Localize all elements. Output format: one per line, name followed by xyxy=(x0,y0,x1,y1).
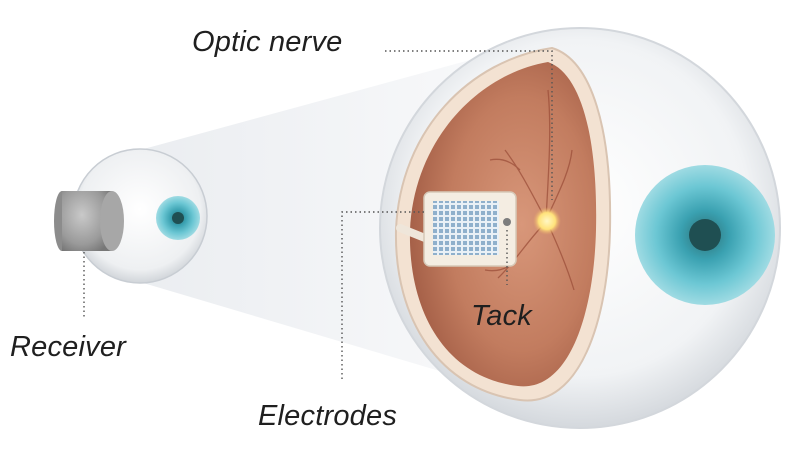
optic-disc xyxy=(533,207,561,235)
leader-lines xyxy=(83,50,553,382)
receiver xyxy=(54,191,124,251)
optic-nerve-leader xyxy=(385,50,553,200)
electrode-grid xyxy=(433,201,499,255)
label-receiver: Receiver xyxy=(10,331,127,363)
label-optic-nerve: Optic nerve xyxy=(192,26,343,58)
large-pupil xyxy=(689,219,721,251)
label-tack: Tack xyxy=(471,300,532,332)
zoom-cone xyxy=(140,60,470,380)
electrode-array xyxy=(396,191,517,267)
electrodes-leader xyxy=(341,211,424,382)
label-electrodes: Electrodes xyxy=(258,400,398,432)
tack-pin xyxy=(503,218,511,226)
small-pupil xyxy=(172,212,184,224)
large-eye xyxy=(379,27,781,429)
